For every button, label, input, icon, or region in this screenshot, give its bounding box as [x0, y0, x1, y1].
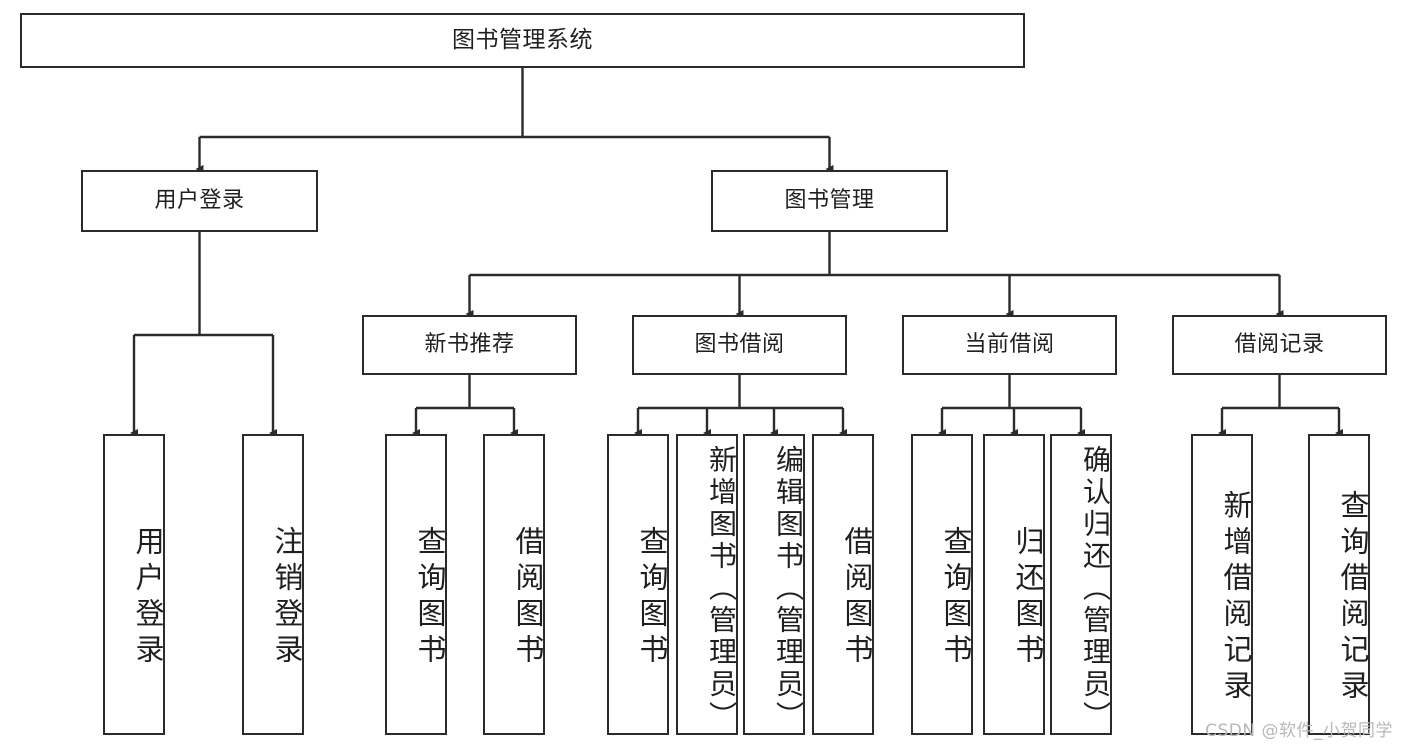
- leaf-query-borrow-record[interactable]: 查询借阅记录: [1308, 434, 1370, 735]
- leaf-user-login[interactable]: 用户登录: [103, 434, 165, 735]
- leaf-user-logout[interactable]: 注销登录: [242, 434, 304, 735]
- leaf-query-book-1[interactable]: 查询图书: [385, 434, 447, 735]
- leaf-confirm-return-admin[interactable]: 确认归还（管理员）: [1050, 434, 1112, 735]
- watermark-text: CSDN @软件_小贺同学: [1205, 721, 1393, 741]
- node-book-manage[interactable]: 图书管理: [711, 170, 948, 232]
- node-borrow-record[interactable]: 借阅记录: [1172, 315, 1387, 375]
- leaf-add-book-admin[interactable]: 新增图书（管理员）: [676, 434, 738, 735]
- node-new-book-recommend[interactable]: 新书推荐: [362, 315, 577, 375]
- leaf-borrow-book-2[interactable]: 借阅图书: [812, 434, 874, 735]
- leaf-edit-book-admin[interactable]: 编辑图书（管理员）: [743, 434, 805, 735]
- node-user-login[interactable]: 用户登录: [81, 170, 318, 232]
- node-book-borrow[interactable]: 图书借阅: [632, 315, 847, 375]
- node-current-borrow[interactable]: 当前借阅: [902, 315, 1117, 375]
- leaf-borrow-book-1[interactable]: 借阅图书: [483, 434, 545, 735]
- leaf-add-borrow-record[interactable]: 新增借阅记录: [1191, 434, 1253, 735]
- leaf-query-book-3[interactable]: 查询图书: [911, 434, 973, 735]
- node-root[interactable]: 图书管理系统: [20, 13, 1025, 68]
- leaf-query-book-2[interactable]: 查询图书: [607, 434, 669, 735]
- leaf-return-book[interactable]: 归还图书: [983, 434, 1045, 735]
